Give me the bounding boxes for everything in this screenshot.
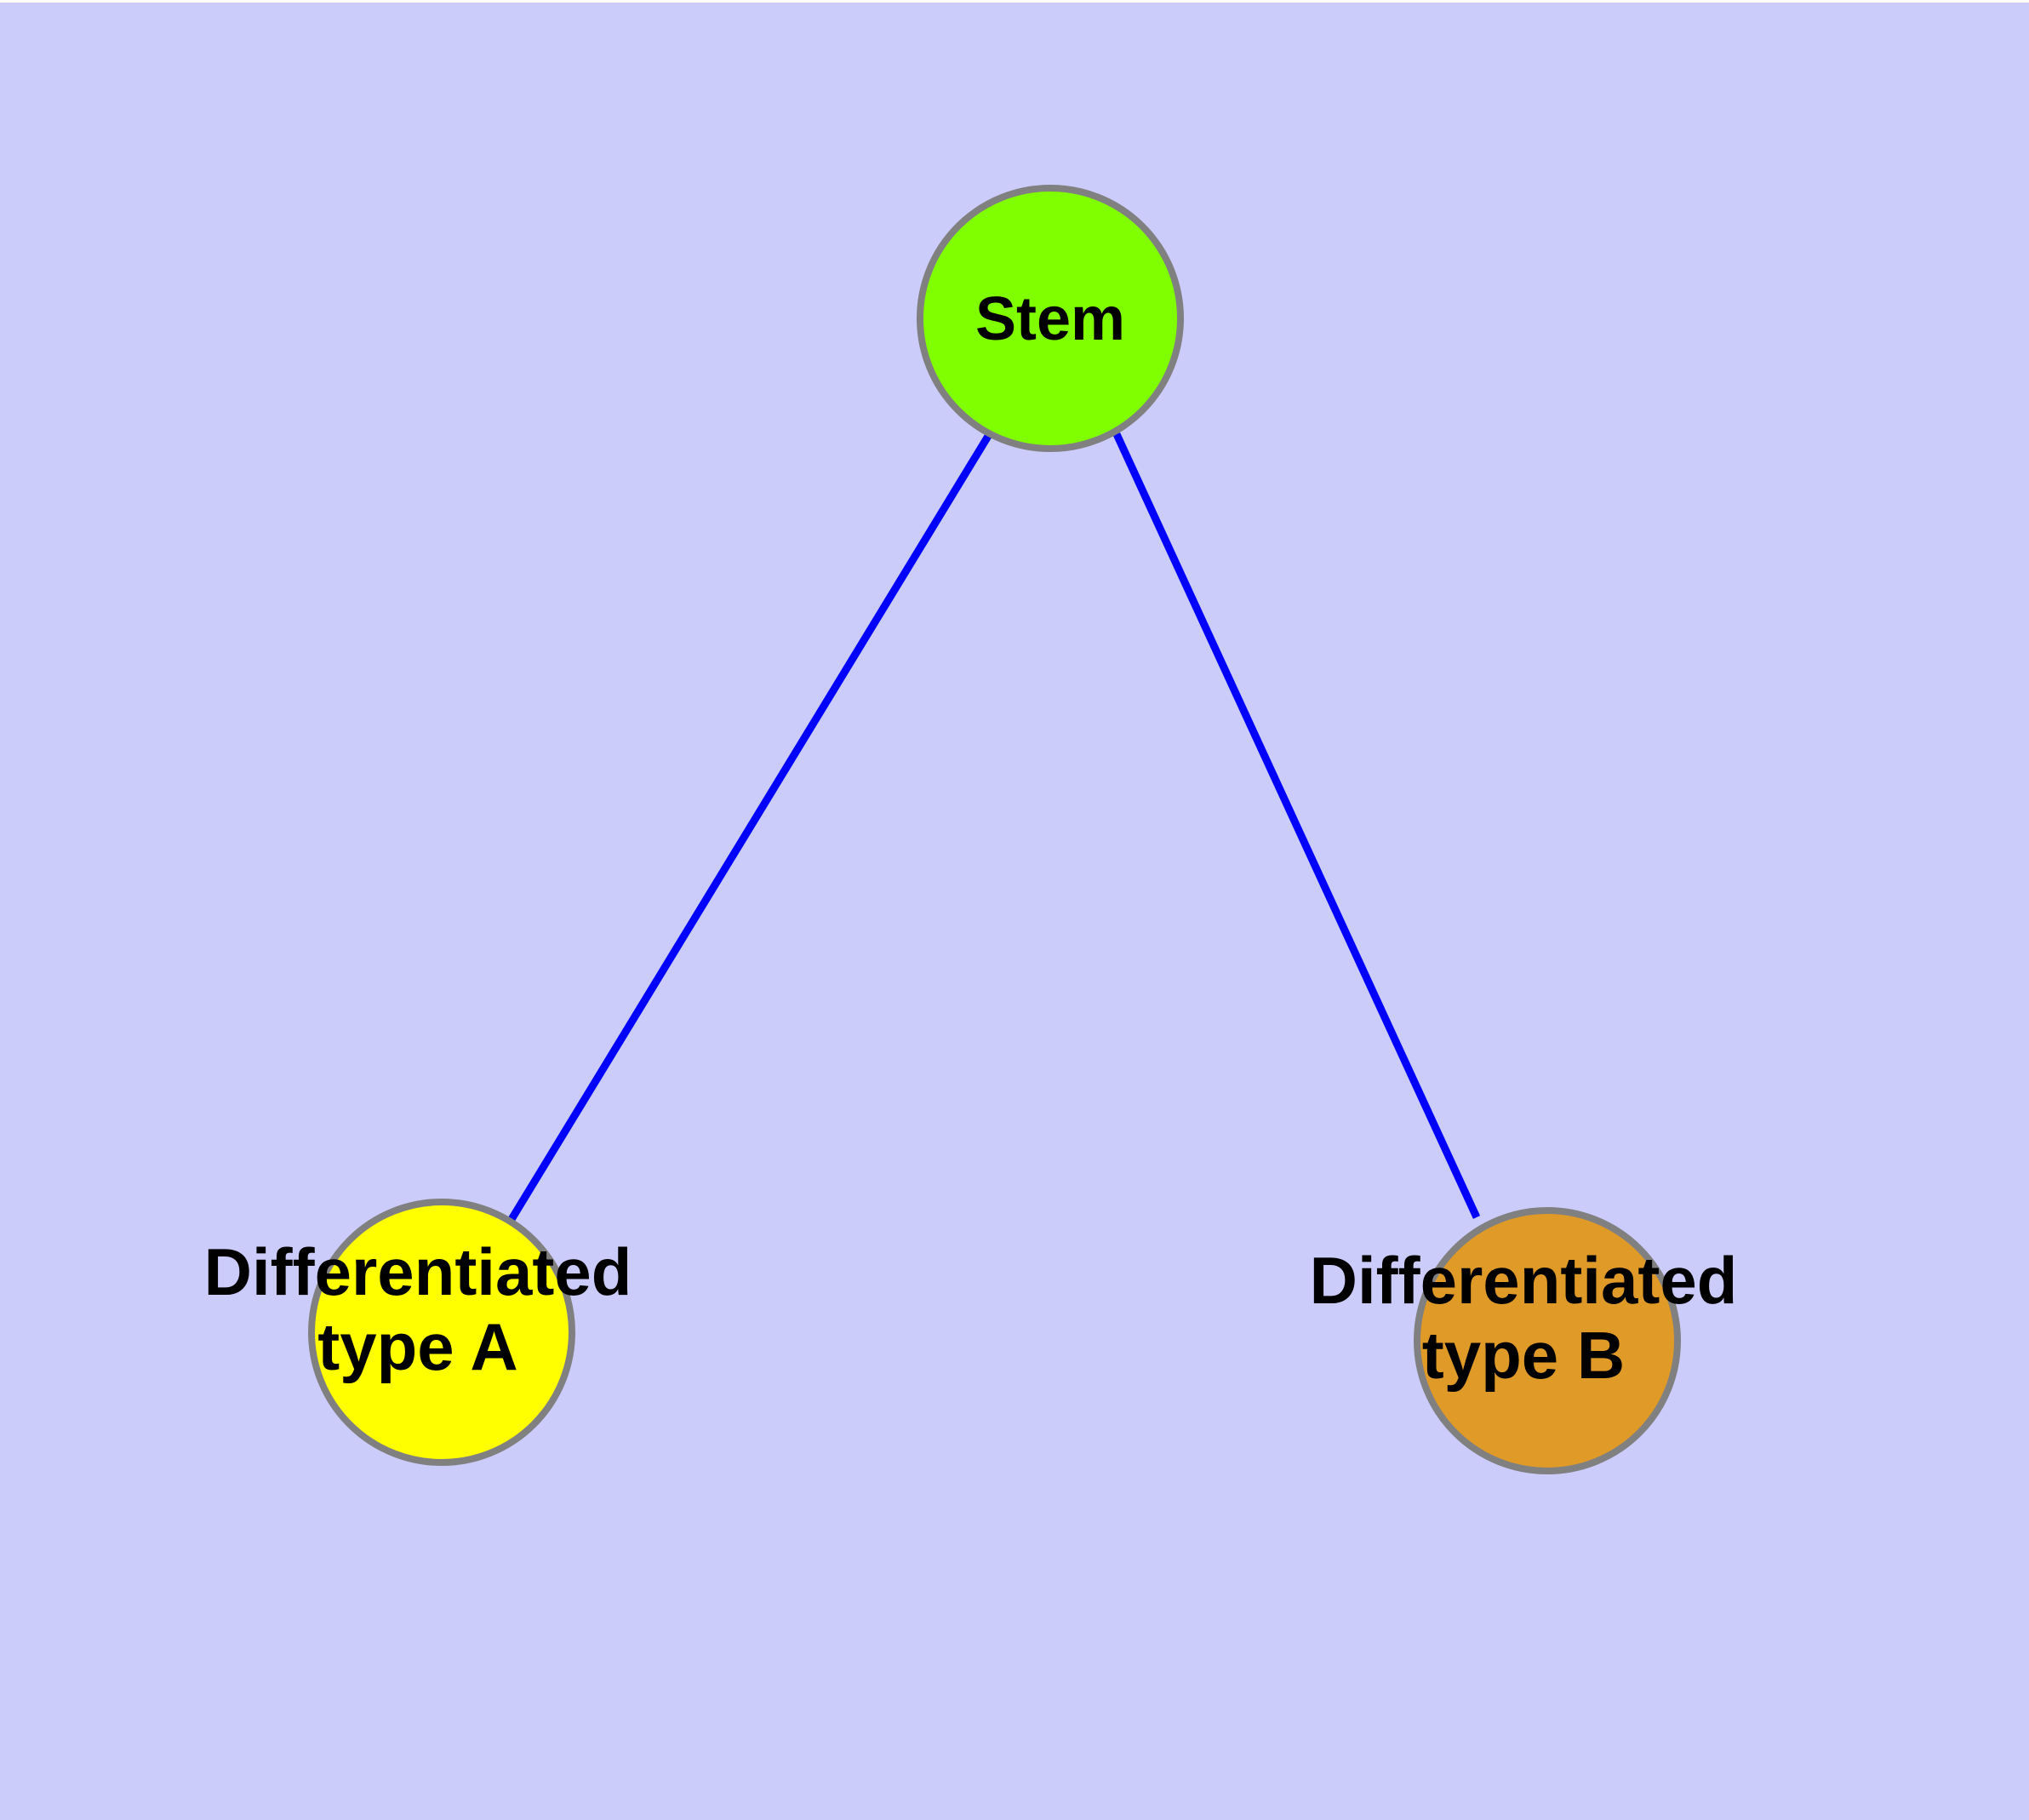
node-circle-differentiated-type-a[interactable] <box>308 1199 575 1466</box>
node-label-line: type A <box>317 1309 518 1384</box>
edge-stem-to-differentiated-type-a <box>507 431 993 1223</box>
node-stem[interactable]: Stem <box>917 185 1184 452</box>
node-circle-stem[interactable] <box>917 185 1184 452</box>
node-circle-differentiated-type-b[interactable] <box>1414 1207 1681 1474</box>
node-label-line: Differentiated <box>1310 1243 1738 1318</box>
node-label-line: type B <box>1422 1318 1625 1393</box>
edges-group <box>507 431 1481 1223</box>
node-label-stem: Stem <box>975 285 1125 353</box>
node-label-line: Stem <box>975 285 1125 353</box>
node-label-line: Differentiated <box>204 1234 632 1309</box>
edge-stem-to-differentiated-type-b <box>1112 432 1481 1219</box>
